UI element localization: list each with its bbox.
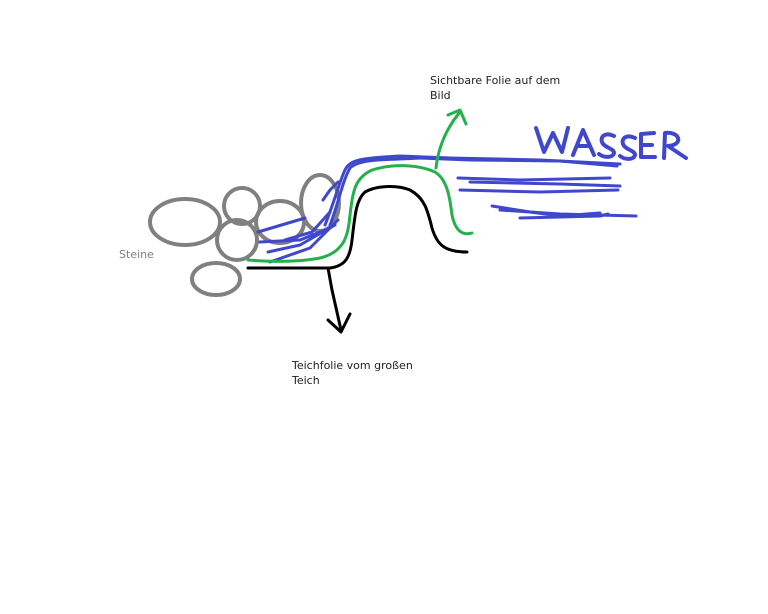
visible-foil-label-line2: Bild bbox=[430, 89, 451, 102]
stone-large bbox=[148, 197, 222, 247]
visible-foil-arrow bbox=[434, 108, 468, 170]
stone-top bbox=[222, 186, 262, 226]
visible-foil-label: Sichtbare Folie auf dem Bild bbox=[430, 73, 560, 103]
pond-liner-label-line2: Teich bbox=[292, 374, 320, 387]
visible-foil-label-line1: Sichtbare Folie auf dem bbox=[430, 74, 561, 87]
stone-bottom bbox=[190, 261, 242, 297]
pond-liner-arrow bbox=[326, 266, 352, 334]
water-lines-right bbox=[456, 176, 638, 220]
pond-liner-label: Teichfolie vom großen Teich bbox=[292, 358, 413, 388]
water-surface bbox=[323, 154, 622, 227]
water-strokes-stones bbox=[256, 180, 340, 264]
pond-liner-label-line1: Teichfolie vom großen bbox=[292, 359, 413, 372]
stone-middle bbox=[215, 218, 259, 262]
wasser-handwriting: WASSER bbox=[534, 126, 688, 161]
visible-foil-line bbox=[246, 164, 474, 263]
pond-liner-line bbox=[246, 185, 469, 270]
stones-group bbox=[148, 173, 341, 297]
stones-label: Steine bbox=[119, 248, 154, 261]
